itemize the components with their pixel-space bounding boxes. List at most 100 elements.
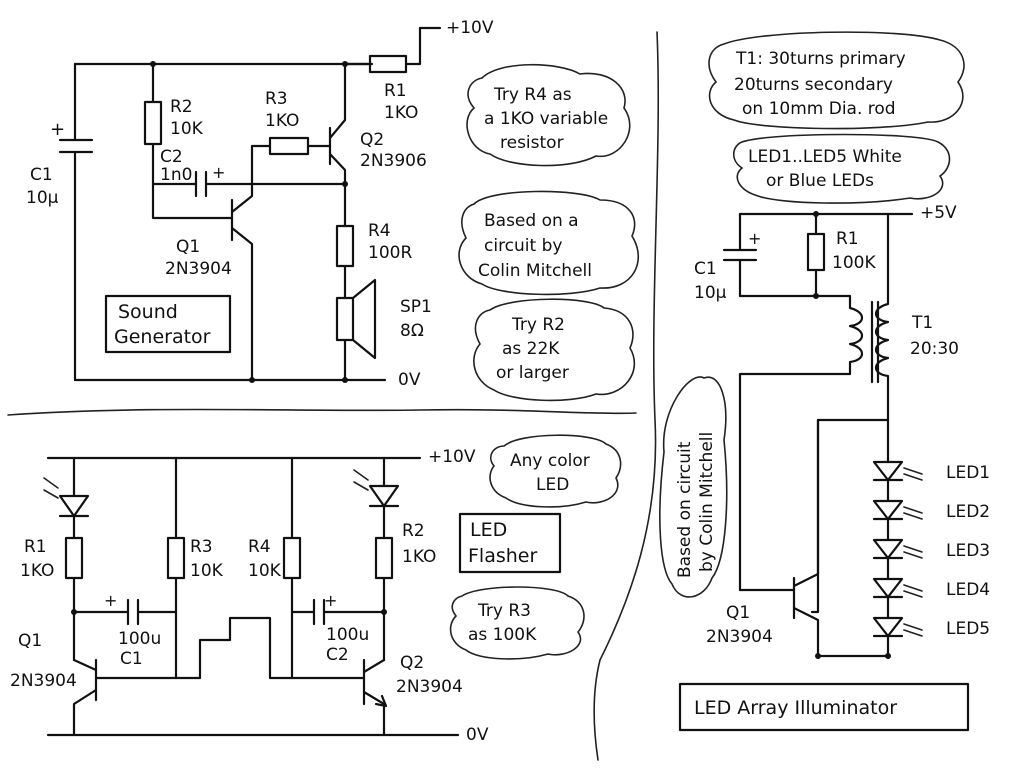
sg-note-credit-line: Colin Mitchell — [478, 261, 592, 281]
sg-r4-value: 100R — [368, 243, 412, 263]
lf-title-line1: LED — [470, 519, 507, 541]
sg-note-r4-line: a 1KO variable — [484, 109, 608, 129]
la-led-symbol — [872, 577, 904, 620]
sg-sp1-symbol — [335, 278, 377, 382]
sg-r3-ref: R3 — [265, 89, 288, 109]
la-note-credit-bubble — [659, 376, 728, 598]
lf-q2-ref: Q2 — [400, 653, 424, 673]
lf-title-box — [458, 512, 562, 574]
la-q1-ref: Q1 — [726, 603, 750, 623]
la-title-box — [678, 682, 970, 732]
lf-r2-ref: R2 — [402, 521, 425, 541]
la-t1-value: 20:30 — [910, 339, 959, 359]
lf-r2-value: 1KO — [402, 547, 436, 567]
la-c1-value: 10µ — [694, 283, 727, 303]
la-supply-label: +5V — [920, 203, 957, 223]
lf-c1-symbol — [72, 598, 178, 626]
sg-note-r4-line: Try R4 as — [493, 85, 572, 105]
led-array-circuit: +5V + C1 10µ R1 100K T1 20:30 LED1LED2LE… — [659, 31, 990, 732]
la-t1-ref: T1 — [911, 313, 933, 333]
la-led-label: LED4 — [946, 580, 990, 600]
la-t1-primary — [738, 294, 864, 592]
sg-r4-ref: R4 — [368, 221, 391, 241]
lf-c1-plus: + — [104, 591, 117, 610]
sg-ground-label: 0V — [398, 370, 421, 390]
sg-junction — [342, 377, 348, 383]
sg-q1-value: 2N3904 — [165, 259, 232, 279]
sg-supply-label: +10V — [446, 18, 494, 38]
sg-c1-plus: + — [50, 119, 65, 140]
lf-q1-symbol — [72, 658, 98, 737]
sg-note-r4-line: resistor — [500, 133, 564, 153]
led-flasher-circuit: +10V 0V R1 1KO R3 10K R4 10K R2 1KO + 10… — [10, 434, 622, 745]
lf-q1-value: 2N3904 — [10, 671, 77, 691]
sg-note-r4-bubble — [466, 63, 631, 167]
la-t1-core — [870, 300, 880, 384]
lf-q2-emitter-arrow — [374, 694, 388, 708]
sg-title-line1: Sound — [118, 301, 178, 323]
la-junction — [815, 653, 821, 659]
sg-r1-symbol — [343, 54, 408, 74]
sg-note-credit-line: circuit by — [484, 236, 562, 256]
lf-r3-ref: R3 — [190, 537, 213, 557]
la-t1-secondary — [874, 212, 890, 422]
lf-q1-ref: Q1 — [18, 631, 42, 651]
la-r1-value: 100K — [832, 253, 876, 273]
sg-c2-symbol — [151, 170, 347, 198]
la-note-credit-line: by Colin Mitchell — [697, 432, 717, 572]
lf-r4-ref: R4 — [248, 537, 271, 557]
sg-junction — [249, 377, 255, 383]
sg-c2-plus: + — [212, 163, 225, 182]
la-title: LED Array Illuminator — [694, 697, 897, 719]
sg-c1-symbol — [58, 62, 94, 382]
sg-c2-ref: C2 — [160, 147, 183, 167]
la-r1-ref: R1 — [836, 229, 859, 249]
la-led-light-icon — [903, 506, 923, 520]
la-r1-symbol — [738, 212, 826, 298]
sg-r3-value: 1KO — [265, 111, 299, 131]
lf-r3-symbol — [166, 456, 186, 680]
lf-note-color-bubble — [489, 434, 622, 508]
lf-r1-value: 1KO — [20, 561, 54, 581]
la-note-leds-line: LED1..LED5 White — [748, 147, 902, 167]
sg-r1-value: 1KO — [384, 103, 418, 123]
sg-r1-ref: R1 — [384, 81, 407, 101]
la-led-light-icon — [903, 467, 923, 481]
sg-q1-symbol — [230, 182, 254, 382]
la-led-symbol — [872, 499, 904, 542]
lf-c2-symbol — [290, 598, 386, 626]
la-note-t1-line: T1: 30turns primary — [735, 49, 906, 69]
sg-sp1-value: 8Ω — [400, 321, 424, 341]
sg-note-credit-line: Based on a — [484, 211, 579, 231]
vertical-divider — [593, 31, 660, 761]
la-q1-symbol — [738, 418, 890, 658]
lf-led2-symbol — [368, 456, 400, 540]
sg-note-r2-line: or larger — [496, 363, 569, 383]
lf-cross-wiring — [94, 616, 366, 680]
sg-c1-value: 10µ — [26, 188, 59, 208]
la-junction — [885, 653, 891, 659]
lf-junction — [381, 609, 387, 615]
lf-note-r3-line: as 100K — [468, 625, 537, 645]
sg-c1-ref: C1 — [30, 165, 53, 185]
lf-note-color-line: LED — [536, 475, 569, 495]
sg-supply-lead — [404, 26, 442, 66]
la-led-label: LED5 — [946, 619, 990, 639]
la-note-leds-bubble — [732, 133, 951, 204]
lf-c2-plus: + — [324, 591, 337, 610]
la-led-light-icon — [903, 584, 923, 598]
la-note-credit-line: Based on circuit — [675, 441, 695, 578]
lf-led2-light-icon — [353, 469, 369, 491]
lf-r3-value: 10K — [190, 561, 224, 581]
sg-note-r2-line: as 22K — [502, 339, 560, 359]
lf-note-color-line: Any color — [510, 451, 590, 471]
lf-q2-symbol — [362, 658, 386, 737]
lf-q2-value: 2N3904 — [396, 677, 463, 697]
sg-r2-symbol — [143, 62, 234, 220]
la-led-symbol — [872, 538, 904, 581]
sg-q1-ref: Q1 — [176, 237, 200, 257]
lf-note-r3-bubble — [449, 586, 585, 660]
sound-generator-circuit: +10V 0V + C1 10µ R2 10K + C2 1n0 Q1 2N39… — [26, 18, 639, 402]
lf-title-line2: Flasher — [468, 545, 537, 567]
lf-r4-value: 10K — [248, 561, 282, 581]
